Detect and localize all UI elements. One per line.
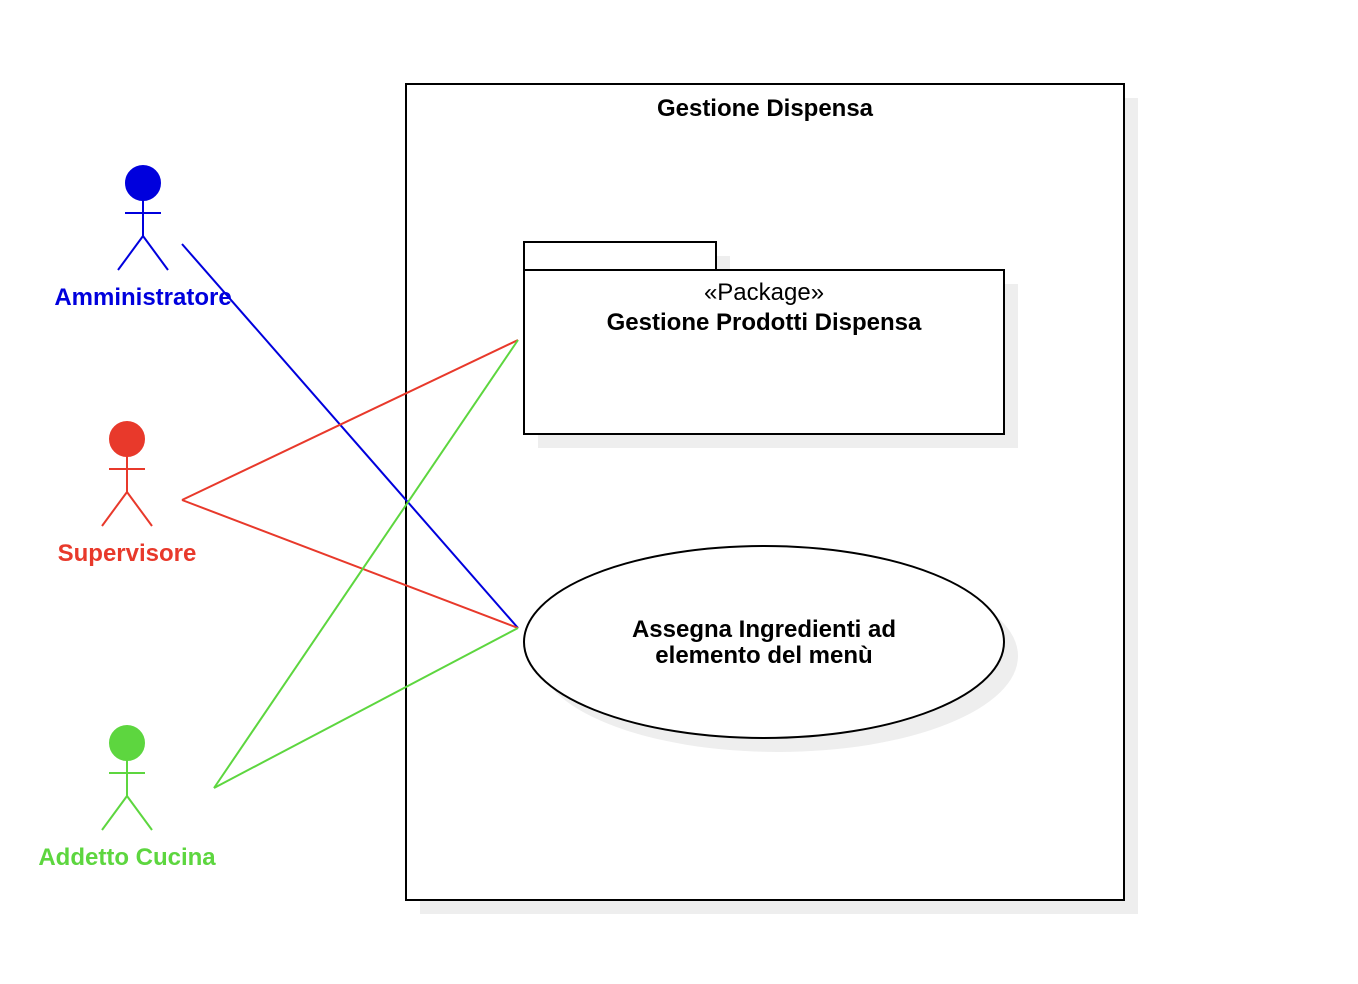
stick-figure-icon bbox=[101, 725, 153, 831]
association-kitchen-use-case[interactable] bbox=[213, 627, 519, 789]
package-tab bbox=[523, 241, 717, 271]
package[interactable]: «Package» Gestione Prodotti Dispensa bbox=[523, 241, 1018, 448]
actor-label-addetto-cucina: Addetto Cucina bbox=[38, 844, 216, 871]
association-kitchen-package[interactable] bbox=[213, 339, 519, 789]
actor-label-amministratore: Amministratore bbox=[54, 284, 231, 311]
package-stereotype: «Package» bbox=[704, 279, 824, 306]
use-case[interactable]: Assegna Ingredienti ad elemento del menù bbox=[523, 545, 1018, 752]
use-case-label-line1: Assegna Ingredienti ad bbox=[632, 616, 896, 643]
stick-figure-icon bbox=[117, 165, 169, 271]
system-title: Gestione Dispensa bbox=[657, 95, 874, 122]
use-case-ellipse bbox=[523, 545, 1005, 739]
association-supervisor-use-case[interactable] bbox=[181, 499, 519, 629]
actor-amministratore[interactable]: Amministratore bbox=[54, 165, 232, 311]
package-body bbox=[523, 269, 1005, 435]
actor-label-supervisore: Supervisore bbox=[58, 540, 197, 567]
package-name: Gestione Prodotti Dispensa bbox=[607, 309, 922, 336]
actor-supervisore[interactable]: Supervisore bbox=[58, 421, 197, 567]
association-supervisor-package[interactable] bbox=[181, 339, 519, 501]
system-boundary[interactable] bbox=[405, 83, 1125, 901]
stick-figure-icon bbox=[101, 421, 153, 527]
use-case-label-line2: elemento del menù bbox=[655, 642, 872, 669]
association-administrator-use-case[interactable] bbox=[181, 243, 519, 629]
actor-addetto-cucina[interactable]: Addetto Cucina bbox=[38, 725, 216, 871]
